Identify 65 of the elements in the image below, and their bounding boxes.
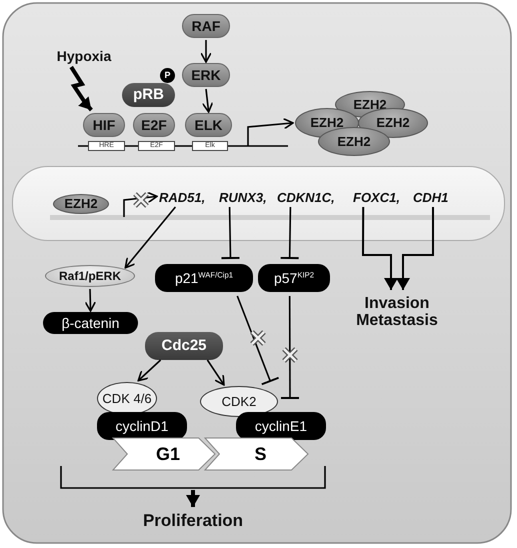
protein-pill: [185, 113, 232, 137]
gene-label: RAD51,: [159, 189, 217, 206]
protein-label: EZH2: [353, 98, 387, 112]
protein-label: RAF: [192, 18, 220, 34]
gene-label: FOXC1,: [353, 189, 409, 206]
arrow: [362, 207, 398, 290]
protein-box: [155, 264, 253, 292]
protein-box: [97, 412, 187, 440]
protein-label: EZH2: [310, 116, 344, 130]
cell-cycle-phase-banner: [205, 438, 308, 470]
promoter-element-box: [138, 141, 175, 151]
arrow: [186, 490, 200, 507]
protein-label: Cdc25: [161, 338, 207, 354]
protein-box: [43, 312, 138, 334]
protein-label: cyclinD1: [116, 418, 168, 434]
protein-pill: [182, 14, 230, 38]
inhibition-line: [236, 296, 280, 386]
protein-label: ELK: [194, 118, 222, 132]
outcome-label: Proliferation: [128, 509, 258, 533]
protein-label: E2F: [141, 118, 167, 132]
protein-ellipse: [53, 194, 109, 214]
gene-label: CDKN1C,: [277, 189, 349, 206]
arrow: [202, 88, 214, 113]
stimulus-label: Hypoxia: [52, 48, 116, 65]
protein-label: pRB: [133, 87, 164, 103]
gene-label: CDH1: [413, 189, 455, 206]
protein-label: p57$^{KIP2}$: [274, 270, 314, 286]
arrow: [206, 360, 225, 386]
phase-label: S: [254, 444, 266, 464]
transcription-start-arrow: [123, 192, 158, 217]
protein-label: CDK2: [222, 394, 256, 408]
protein-label: cyclinE1: [254, 418, 308, 434]
protein-label: EZH2: [376, 116, 410, 130]
protein-label: HIF: [92, 118, 116, 132]
protein-label: β-catenin: [62, 316, 120, 330]
protein-label: CDK 4/6: [102, 392, 152, 406]
inhibition-line: [280, 206, 300, 260]
protein-label: p21$^{WAF/Cip1}$: [174, 270, 234, 286]
cell-cycle-phase-banner: [113, 438, 215, 470]
protein-pill: [182, 63, 230, 87]
arrow: [200, 40, 212, 63]
gene-label: RUNX3,: [219, 189, 277, 206]
promoter-element-box: [192, 141, 228, 151]
protein-label: EZH2: [64, 197, 98, 211]
protein-pill: [83, 113, 125, 137]
protein-pill: [145, 332, 223, 360]
protein-label: Raf1/pERK: [58, 270, 121, 282]
inhibition-line: [280, 296, 300, 400]
arrow: [84, 288, 96, 312]
promoter-element-box: [88, 141, 125, 151]
outcome-label: Invasion Metastasis: [345, 292, 449, 334]
protein-label: ERK: [191, 68, 221, 82]
protein-pill: [133, 113, 175, 137]
transcription-start-arrow: [247, 118, 294, 146]
protein-box: [258, 264, 330, 292]
lightning-bolt-arrow: [70, 66, 93, 112]
arrow: [137, 359, 162, 382]
phase-label: G1: [156, 444, 180, 464]
arrow: [124, 206, 176, 269]
inhibition-line: [220, 206, 240, 260]
protein-label: EZH2: [337, 134, 371, 148]
arrow: [396, 207, 434, 290]
bracket: [60, 466, 326, 489]
protein-box: [236, 412, 326, 440]
protein-pill: [122, 83, 175, 107]
